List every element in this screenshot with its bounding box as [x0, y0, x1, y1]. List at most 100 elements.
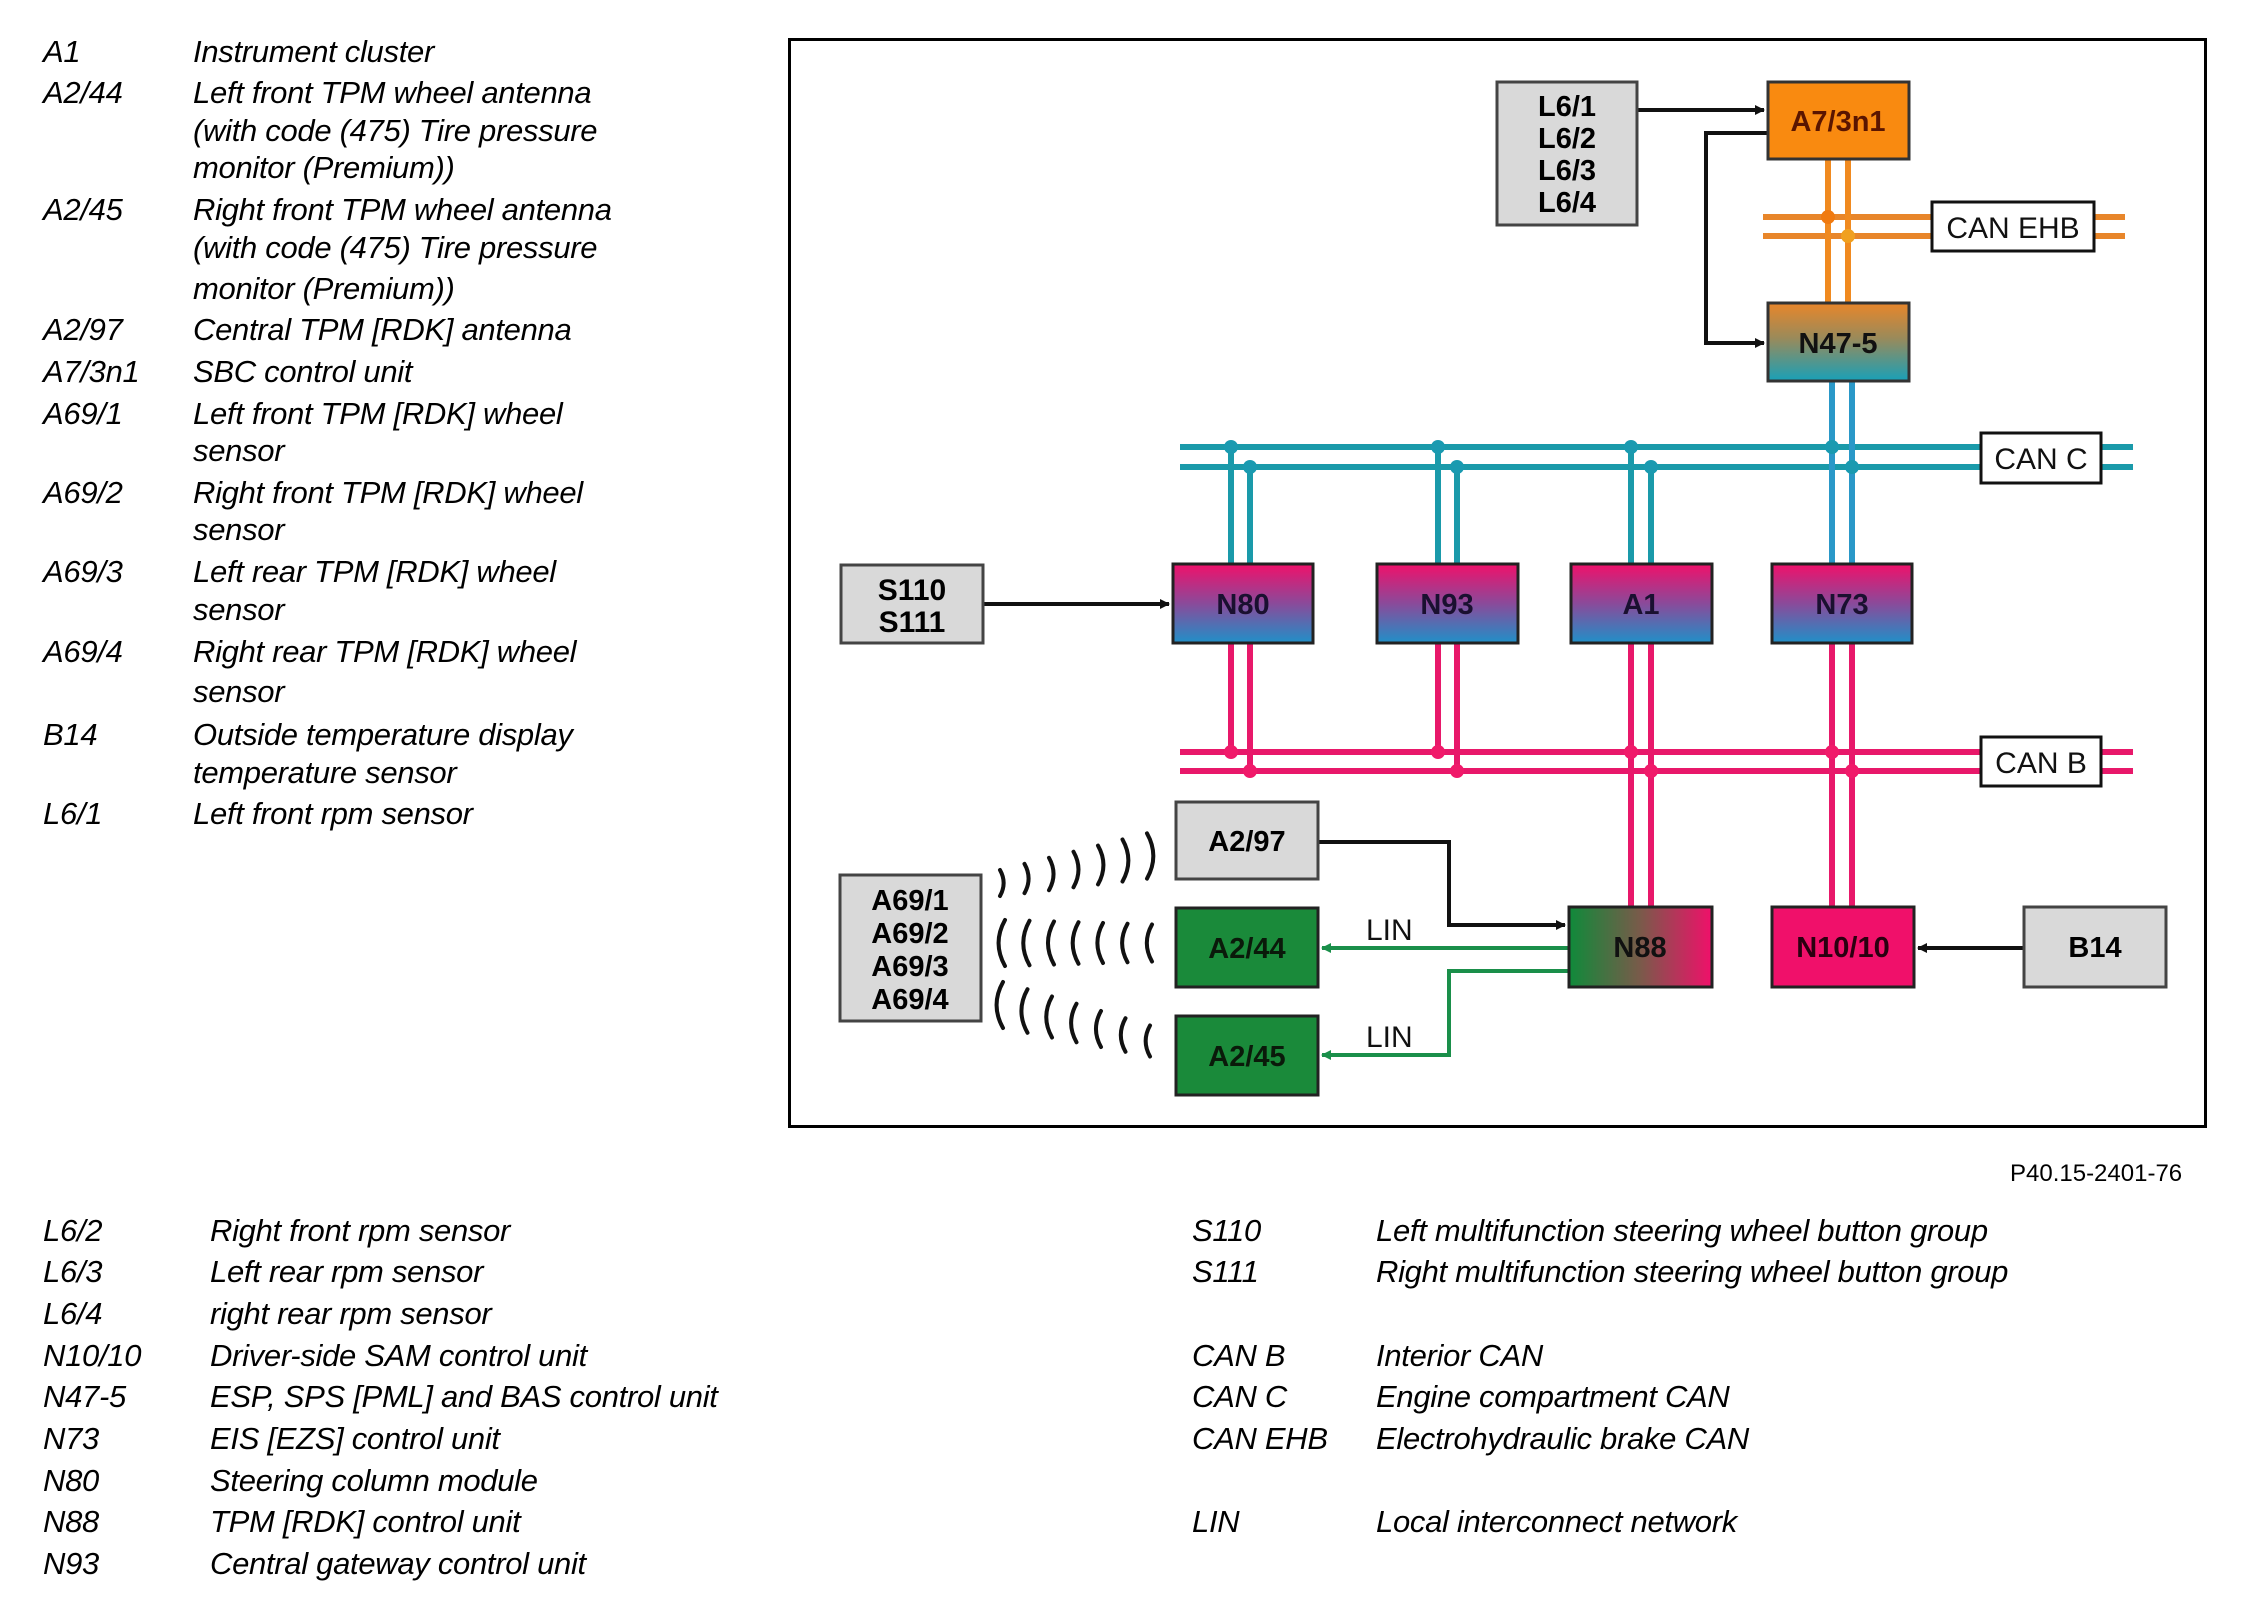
legend-description: Steering column module — [210, 1463, 538, 1498]
box-b14-label: B14 — [2068, 932, 2121, 964]
box-a69-label: A69/4 — [871, 984, 948, 1016]
legend-description: Central TPM [RDK] antenna — [193, 312, 572, 347]
legend-description: sensor — [193, 512, 285, 547]
radio-wave-arc — [1120, 837, 1131, 884]
box-a2-45-label: A2/45 — [1208, 1041, 1285, 1073]
radio-waves — [994, 831, 1156, 1059]
legend-description: Interior CAN — [1376, 1338, 1543, 1373]
can-ehb-junction — [1821, 210, 1835, 224]
box-n93: N93 — [1375, 562, 1520, 645]
radio-wave-arc — [1071, 849, 1081, 890]
legend-code: A2/45 — [43, 192, 123, 227]
radio-wave-arc — [1069, 1001, 1079, 1045]
legend-code: N93 — [43, 1546, 99, 1581]
legend-description: TPM [RDK] control unit — [210, 1504, 521, 1539]
radio-wave-arc — [1144, 922, 1154, 964]
box-n73: N73 — [1770, 562, 1914, 645]
legend-description: Left multifunction steering wheel button… — [1376, 1213, 1988, 1248]
can-c-junction — [1644, 460, 1658, 474]
signal-arrows — [983, 105, 2024, 953]
box-n73-label: N73 — [1815, 589, 1868, 621]
can-c-junction — [1224, 440, 1238, 454]
radio-wave-arc — [1022, 861, 1031, 896]
box-l6-label: L6/1 — [1538, 91, 1596, 123]
box-a7-3n1-label: A7/3n1 — [1790, 106, 1885, 138]
box-a2-45: A2/45 — [1174, 1014, 1320, 1097]
radio-wave-arc — [1093, 1009, 1103, 1049]
legend-code: S110 — [1192, 1213, 1261, 1248]
can-c-junction — [1431, 440, 1445, 454]
legend-description: Left rear rpm sensor — [210, 1254, 484, 1289]
lin-n88-to-a2-45 — [1321, 969, 1569, 1060]
legend-description: Left front TPM [RDK] wheel — [193, 396, 563, 431]
radio-wave-arc — [1095, 921, 1105, 965]
box-s111-label: S111 — [879, 606, 946, 639]
can-c-junction — [1450, 460, 1464, 474]
can-b-junction — [1450, 764, 1464, 778]
radio-wave-arc — [1070, 920, 1081, 966]
can-c-junction — [1845, 460, 1859, 474]
radio-wave-arc — [1118, 1016, 1128, 1054]
box-n47-5: N47-5 — [1766, 301, 1911, 383]
box-l6-label: L6/4 — [1538, 187, 1596, 219]
legend-code: L6/1 — [43, 796, 103, 831]
legend-code: N80 — [43, 1463, 99, 1498]
legend-description: Right front rpm sensor — [210, 1213, 511, 1248]
legend-code: CAN B — [1192, 1338, 1286, 1373]
lin-label: LIN — [1366, 914, 1413, 947]
bus-label-can-c: CAN C — [1979, 431, 2103, 485]
legend-code: A7/3n1 — [43, 354, 140, 389]
can-b-junction — [1624, 745, 1638, 759]
box-l6-label: L6/3 — [1538, 155, 1596, 187]
legend-code: N10/10 — [43, 1338, 142, 1373]
bus-label-can-c-text: CAN C — [1994, 443, 2087, 476]
can-b-bus — [1180, 643, 2133, 907]
bus-label-can-b: CAN B — [1979, 735, 2103, 788]
legend-code: N88 — [43, 1504, 99, 1539]
box-n47-5-label: N47-5 — [1799, 328, 1878, 360]
can-ehb-junction — [1841, 229, 1855, 243]
can-b-junction — [1644, 764, 1658, 778]
legend-description: Local interconnect network — [1376, 1504, 1737, 1539]
bus-label-can-b-text: CAN B — [1995, 747, 2087, 780]
legend-description: Right multifunction steering wheel butto… — [1376, 1254, 2009, 1289]
legend-code: N73 — [43, 1421, 99, 1456]
legend-code: S111 — [1192, 1254, 1259, 1289]
a7-to-n47-arrow — [1704, 131, 1768, 348]
radio-wave-arc — [1021, 918, 1032, 968]
lin-lines — [1321, 943, 1569, 1060]
can-b-junction — [1825, 745, 1839, 759]
legend-code: A69/1 — [43, 396, 123, 431]
legend-code: CAN C — [1192, 1379, 1287, 1414]
legend-code: A69/3 — [43, 554, 123, 589]
box-a69-label: A69/1 — [871, 885, 948, 917]
box-n10-10-label: N10/10 — [1796, 932, 1890, 964]
radio-wave-arc — [996, 918, 1007, 968]
can-c-junction — [1624, 440, 1638, 454]
box-n93-label: N93 — [1420, 589, 1473, 621]
legend-description: Left rear TPM [RDK] wheel — [193, 554, 556, 589]
legend-description: sensor — [193, 433, 285, 468]
can-b-junction — [1431, 745, 1445, 759]
can-b-junction — [1224, 745, 1238, 759]
can-b-junction — [1845, 764, 1859, 778]
radio-wave-arc — [1019, 987, 1030, 1035]
legend-code: A69/2 — [43, 475, 123, 510]
can-c-bus — [1180, 381, 2133, 564]
legend-code: B14 — [43, 717, 98, 752]
box-a69-label: A69/3 — [871, 951, 948, 983]
radio-wave-arc — [998, 868, 1006, 898]
figure-reference: P40.15-2401-76 — [2010, 1160, 2183, 1187]
bus-label-can-ehb-text: CAN EHB — [1946, 212, 2079, 245]
legend-description: Left front rpm sensor — [193, 796, 473, 831]
legend-code: L6/3 — [43, 1254, 103, 1289]
box-s110-s111: S110 S111 — [839, 563, 985, 645]
radio-wave-arc — [1143, 1023, 1152, 1059]
can-c-junction — [1243, 460, 1257, 474]
legend-code: A69/4 — [43, 634, 123, 669]
can-b-junction — [1243, 764, 1257, 778]
radio-wave-arc — [1145, 831, 1156, 881]
box-a2-44-label: A2/44 — [1208, 933, 1285, 965]
legend-description: (with code (475) Tire pressure — [193, 113, 598, 148]
box-n10-10: N10/10 — [1770, 905, 1916, 989]
